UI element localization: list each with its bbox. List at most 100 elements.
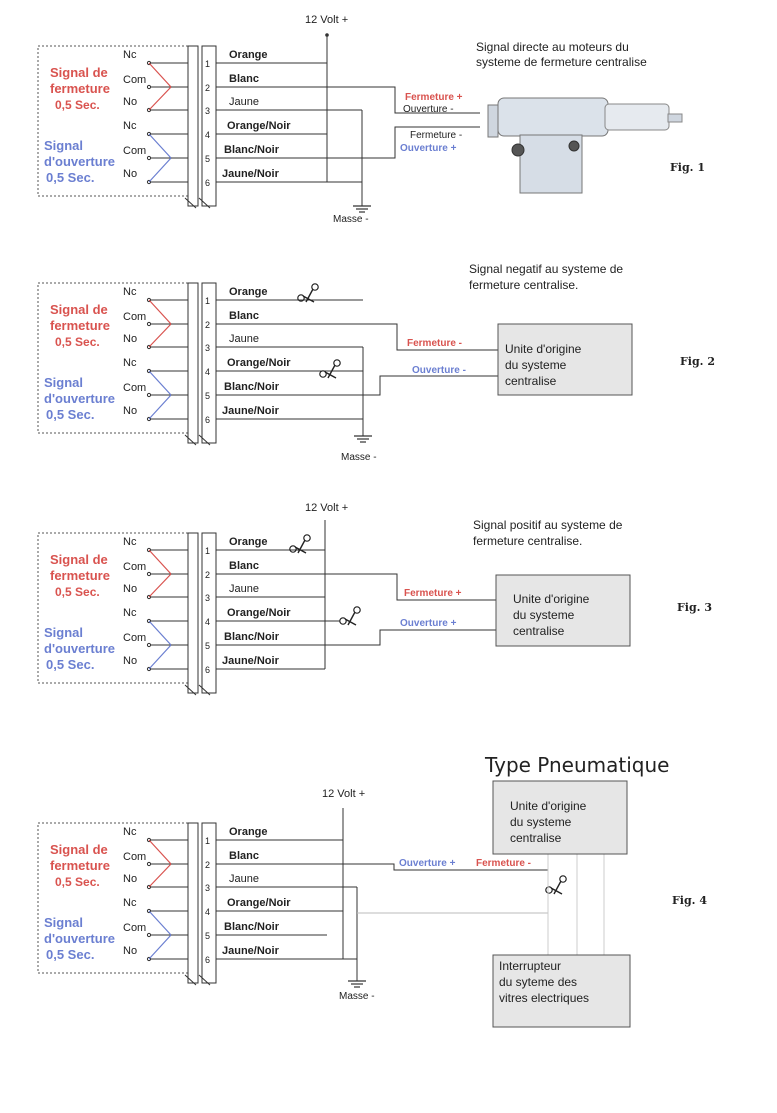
fig-label: Fig. 4 <box>672 894 707 907</box>
connector-foot <box>184 434 197 446</box>
fermeture-plus-label: Fermeture + <box>405 92 463 103</box>
ground-label: Masse - <box>339 991 375 1002</box>
pin-number: 1 <box>205 836 210 846</box>
close-signal-label: fermeture <box>50 568 110 583</box>
wire-label: Jaune/Noir <box>222 655 280 667</box>
twelve-volt-label: 12 Volt + <box>305 14 348 26</box>
pin-number: 2 <box>205 570 210 580</box>
output-close <box>325 573 496 601</box>
connector-foot <box>184 197 197 209</box>
ouverture-label: Ouverture - <box>412 365 466 376</box>
wire-label: Jaune/Noir <box>222 168 280 180</box>
relay-contact-label: No <box>123 655 137 667</box>
connector-foot <box>198 684 211 696</box>
relay-contact-label: No <box>123 96 137 108</box>
wire-label: Orange <box>229 286 268 298</box>
origin-unit-box <box>495 574 631 647</box>
pin-number: 1 <box>205 59 210 69</box>
relay-contact-label: Nc <box>123 897 137 909</box>
relay-contact-label: Com <box>123 561 146 573</box>
output-close <box>327 86 480 114</box>
wire-label: Orange/Noir <box>227 120 291 132</box>
connector-left <box>187 45 199 207</box>
contact-dot <box>146 392 152 398</box>
relay-contact-label: Nc <box>123 120 137 132</box>
fig2-title: Signal negatif au systeme de <box>469 262 623 276</box>
ouverture-label: Ouverture + <box>399 858 456 869</box>
relay-contact-label: Nc <box>123 607 137 619</box>
contact-dot <box>146 155 152 161</box>
pin-number: 4 <box>205 367 210 377</box>
fermeture-label: Fermeture + <box>404 588 462 599</box>
origin-unit-label: Unite d'origine <box>505 342 582 356</box>
wire-label: Blanc <box>229 850 259 862</box>
twelve-volt-label: 12 Volt + <box>305 502 348 514</box>
pin-number: 4 <box>205 617 210 627</box>
relay-contact-label: No <box>123 333 137 345</box>
scissors-icon <box>339 606 361 626</box>
pin-number: 2 <box>205 320 210 330</box>
origin-unit-label: centralise <box>505 374 557 388</box>
open-signal-label: Signal <box>44 138 83 153</box>
origin-unit-label: centralise <box>513 624 565 638</box>
relay-contact-label: No <box>123 945 137 957</box>
pin-number: 6 <box>205 955 210 965</box>
wire-label: Blanc <box>229 73 259 85</box>
fig-label: Fig. 2 <box>680 355 715 368</box>
fig1-title: systeme de fermeture centralise <box>476 55 647 69</box>
actuator-mount <box>511 143 525 157</box>
close-signal-label: 0,5 Sec. <box>55 98 100 112</box>
origin-unit-label: centralise <box>510 831 562 845</box>
origin-unit-label: Unite d'origine <box>510 799 587 813</box>
fermeture-label: Fermeture - <box>407 338 462 349</box>
relay-contact-label: No <box>123 168 137 180</box>
origin-unit-box <box>492 780 628 855</box>
ground-label: Masse - <box>333 214 369 225</box>
relay-contact-label: Com <box>123 922 146 934</box>
power-dot <box>325 33 329 37</box>
wire-label: Blanc/Noir <box>224 381 280 393</box>
open-signal-label: d'ouverture <box>44 931 115 946</box>
origin-unit-label: Unite d'origine <box>513 592 590 606</box>
wire-label: Blanc/Noir <box>224 921 280 933</box>
wire-label: Jaune <box>229 96 259 108</box>
open-signal-label: 0,5 Sec. <box>46 657 94 672</box>
fig-label: Fig. 3 <box>677 601 712 614</box>
wire-label: Jaune <box>229 333 259 345</box>
connector-right <box>201 45 217 207</box>
pin-number: 6 <box>205 415 210 425</box>
wire-label: Blanc <box>229 560 259 572</box>
wire-label: Orange/Noir <box>227 607 291 619</box>
window-switch-label: Interrupteur <box>499 959 561 973</box>
ouverture-plus-label: Ouverture + <box>400 143 457 154</box>
ouverture-minus-label: Ouverture - <box>403 104 454 115</box>
relay-contact-label: Nc <box>123 286 137 298</box>
pin-number: 5 <box>205 641 210 651</box>
open-signal-label: d'ouverture <box>44 391 115 406</box>
relay-contact-label: Com <box>123 382 146 394</box>
relay-contact-label: Nc <box>123 357 137 369</box>
pin-number: 6 <box>205 665 210 675</box>
connector-right <box>201 822 217 984</box>
scissors-icon <box>545 875 567 895</box>
wire-label: Jaune/Noir <box>222 945 280 957</box>
connector-foot <box>184 684 197 696</box>
close-signal-label: 0,5 Sec. <box>55 585 100 599</box>
wire-label: Jaune/Noir <box>222 405 280 417</box>
connector-right <box>201 282 217 444</box>
contact-dot <box>146 932 152 938</box>
connector-foot <box>198 974 211 986</box>
wire-label: Orange/Noir <box>227 357 291 369</box>
open-signal-label: Signal <box>44 625 83 640</box>
close-signal-label: Signal de <box>50 842 108 857</box>
fig3-title: Signal positif au systeme de <box>473 518 623 532</box>
connector-left <box>187 532 199 694</box>
wire-label: Blanc/Noir <box>224 144 280 156</box>
wire-label: Blanc/Noir <box>224 631 280 643</box>
pin-number: 3 <box>205 593 210 603</box>
connector-foot <box>198 197 211 209</box>
actuator-rod <box>667 113 683 123</box>
contact-dot <box>146 321 152 327</box>
relay-contact-label: Nc <box>123 826 137 838</box>
relay-contact-label: Com <box>123 851 146 863</box>
